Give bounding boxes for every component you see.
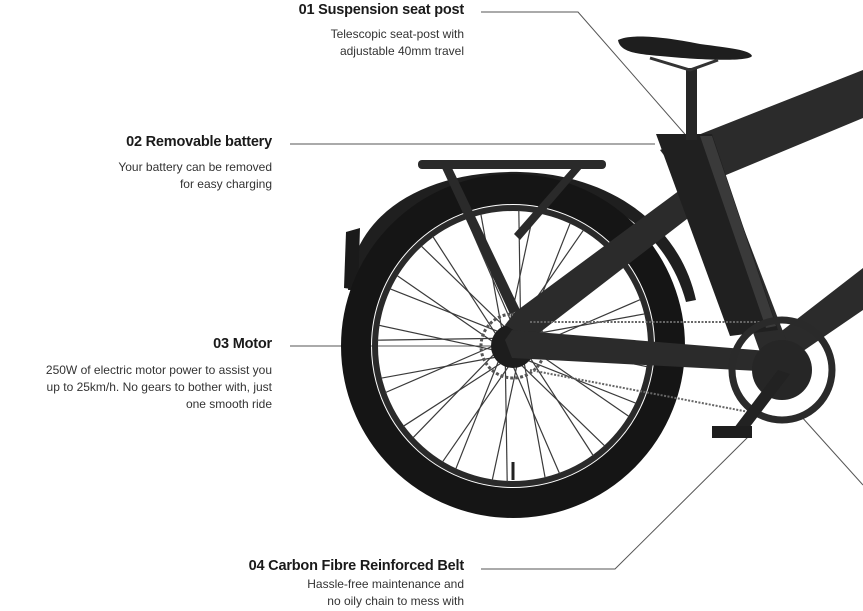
feature-description: Hassle-free maintenance and no oily chai… xyxy=(249,576,464,610)
spoke xyxy=(512,365,561,474)
spoke xyxy=(526,359,637,404)
pedal xyxy=(712,426,752,438)
crank-arm xyxy=(734,370,790,432)
spoke xyxy=(529,313,646,336)
feature-description: Telescopic seat-post with adjustable 40m… xyxy=(299,26,464,60)
spoke xyxy=(389,288,500,333)
spoke xyxy=(396,274,494,343)
description-line: 250W of electric motor power to assist y… xyxy=(45,363,272,377)
spoke xyxy=(432,235,497,336)
chainring-inner xyxy=(752,340,812,400)
description-line: one smooth ride xyxy=(185,397,272,411)
description-line: Hassle-free maintenance and xyxy=(307,577,464,591)
chainring xyxy=(728,316,836,424)
spoke xyxy=(523,362,546,479)
saddle xyxy=(618,36,752,60)
belt xyxy=(529,321,781,419)
spoke xyxy=(491,365,518,481)
front-tube xyxy=(770,268,863,360)
feature-description: Your battery can be removed for easy cha… xyxy=(118,159,272,193)
description-line: for easy charging xyxy=(179,177,272,191)
feature-title: 01 Suspension seat post xyxy=(298,2,465,18)
seat-stay xyxy=(505,190,696,340)
saddle-rails xyxy=(649,56,719,72)
leader-line-offscreen xyxy=(799,414,863,486)
feature-title: 03 Motor xyxy=(213,336,272,352)
spoke xyxy=(402,362,503,427)
battery-highlight xyxy=(700,136,776,328)
feature-motor: 03 Motor 250W of electric motor power to… xyxy=(46,336,272,413)
spoke xyxy=(441,365,510,463)
feature-description: 250W of electric motor power to assist y… xyxy=(46,362,272,413)
description-line: no oily chain to mess with xyxy=(327,594,464,608)
spoke xyxy=(504,364,508,482)
battery xyxy=(656,134,778,336)
description-line: Telescopic seat-post with xyxy=(330,27,464,41)
feature-title: 02 Removable battery xyxy=(126,134,272,150)
description-line: Your battery can be removed xyxy=(118,160,272,174)
rack-platform xyxy=(418,160,606,169)
rack-strut-left xyxy=(442,168,520,314)
spoke xyxy=(532,349,630,418)
rack-strut-right xyxy=(514,168,582,240)
seat-post xyxy=(686,68,697,140)
spoke xyxy=(380,356,497,379)
leader-line-belt xyxy=(481,434,751,570)
spoke xyxy=(420,245,506,328)
feature-title: 04 Carbon Fibre Reinforced Belt xyxy=(248,558,465,574)
description-line: adjustable 40mm travel xyxy=(339,44,464,58)
feature-carbon-belt: 04 Carbon Fibre Reinforced Belt Hassle-f… xyxy=(248,558,465,610)
leader-line-seat-post xyxy=(481,11,691,141)
feature-removable-battery: 02 Removable battery Your battery can be… xyxy=(118,134,272,193)
mudguard-tip xyxy=(344,228,360,290)
spoke xyxy=(377,337,495,341)
rear-rack xyxy=(418,160,606,314)
spoke xyxy=(412,353,495,439)
leader-lines xyxy=(290,11,863,570)
spoke xyxy=(385,345,494,394)
description-line: up to 25km/h. No gears to bother with, j… xyxy=(46,380,272,394)
spoke xyxy=(529,356,594,457)
spoke xyxy=(455,359,500,470)
spoke xyxy=(520,364,606,447)
chain-stay xyxy=(505,330,780,372)
feature-suspension-seat-post: 01 Suspension seat post Telescopic seat-… xyxy=(298,2,465,60)
spoke xyxy=(378,324,494,351)
